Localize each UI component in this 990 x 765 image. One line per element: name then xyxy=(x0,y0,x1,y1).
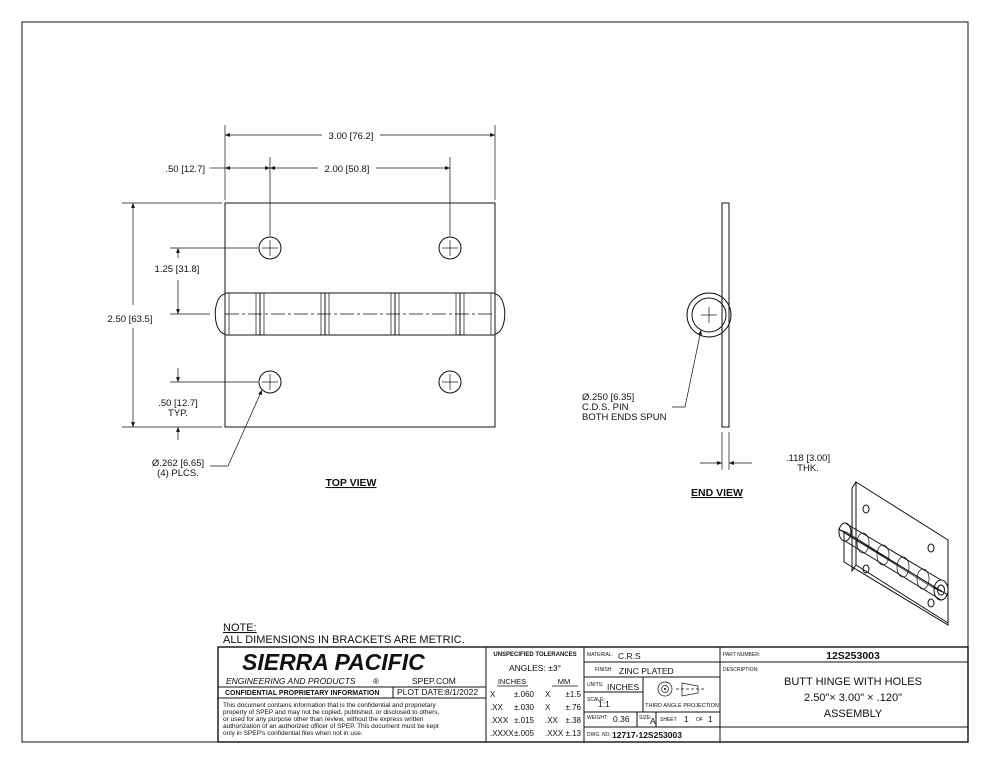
units-label: UNITS: xyxy=(587,682,603,688)
confidential-line: This document contains information that … xyxy=(223,702,437,709)
description-label: DESCRIPTION: xyxy=(723,667,759,673)
description-line: ASSEMBLY xyxy=(824,708,883,720)
tolerance-cell: X xyxy=(545,690,551,699)
tolerance-cell: .XXX xyxy=(545,729,564,738)
sheet-total: 1 xyxy=(708,714,713,724)
dim-hole-count: (4) PLCS. xyxy=(157,468,199,479)
tolerance-cell: .XX xyxy=(545,716,559,725)
tolerance-cell: X xyxy=(545,703,551,712)
end-view-label: END VIEW xyxy=(691,487,743,499)
company-subtitle: ENGINEERING AND PRODUCTS xyxy=(226,676,356,686)
dim-overall-width: 3.00 [76.2] xyxy=(329,131,374,142)
dim-hole-spacing: 2.00 [50.8] xyxy=(325,164,370,175)
confidential-title: CONFIDENTIAL PROPRIETARY INFORMATION xyxy=(225,690,379,697)
tolerances-title: UNSPECIFIED TOLERANCES xyxy=(493,652,576,658)
dwg-no-label: DWG. NO. xyxy=(587,732,611,738)
scale-value: 1:1 xyxy=(598,699,610,709)
tolerance-cell: .XXX xyxy=(490,716,509,725)
confidential-line: property of SPEP and may not be copied, … xyxy=(223,709,440,716)
description-line: 2.50"× 3.00" × .120" xyxy=(804,692,902,704)
weight-label: WEIGHT: xyxy=(587,715,608,721)
dim-hole-diameter: Ø.262 [6.65] xyxy=(152,458,204,469)
isometric-view xyxy=(837,481,949,626)
dim-hole-bottom-offset: .50 [12.7] xyxy=(158,398,198,409)
angles-tolerance: ANGLES: ±3° xyxy=(509,663,561,673)
tolerance-cell: ±.13 xyxy=(565,729,581,738)
hole-circle xyxy=(438,370,462,394)
tolerance-cell: ±.38 xyxy=(565,716,581,725)
sheet-label: SHEET xyxy=(660,717,677,723)
knuckle-outer xyxy=(686,292,732,338)
confidential-line: only in SPEP's confidential files when n… xyxy=(223,730,363,737)
material-value: C.R.S xyxy=(618,651,641,661)
scale-label: SCALE: xyxy=(587,697,605,703)
dim-thickness-note: THK. xyxy=(797,463,819,474)
size-label: SIZE: xyxy=(639,715,652,721)
units-value: INCHES xyxy=(607,682,639,692)
weight-value: 0.36 xyxy=(613,714,630,724)
material-label: MATERIAL: xyxy=(587,652,613,658)
registered-mark: ® xyxy=(373,677,379,686)
tolerance-cell: ±.76 xyxy=(565,703,581,712)
hole-circle xyxy=(438,236,462,260)
top-view: 3.00 [76.2] .50 [12.7] 2.00 [50.8] 2.50 … xyxy=(108,125,506,489)
projection-label: THIRD ANGLE PROJECTION xyxy=(645,703,719,709)
part-number-label: PART NUMBER: xyxy=(723,652,760,658)
dim-hole-to-center: 1.25 [31.8] xyxy=(155,264,200,275)
dim-thickness: .118 [3.00] xyxy=(786,453,830,464)
tolerance-cell: ±1.5 xyxy=(565,690,581,699)
tolerance-cell: X xyxy=(490,690,496,699)
tolerance-cell: ±.005 xyxy=(514,729,535,738)
plot-date-label: PLOT DATE: xyxy=(397,687,446,697)
dim-pin-diameter: Ø.250 [6.35] xyxy=(582,392,634,403)
mm-header: MM xyxy=(558,677,571,686)
dim-pin-note: BOTH ENDS SPUN xyxy=(582,412,667,423)
note-text: ALL DIMENSIONS IN BRACKETS ARE METRIC. xyxy=(223,634,465,646)
confidential-line: or used for any purpose other than revie… xyxy=(223,716,424,723)
top-view-label: TOP VIEW xyxy=(326,477,377,489)
inches-header: INCHES xyxy=(498,677,526,686)
hinge-leaf-outline xyxy=(224,202,496,428)
end-view: .118 [3.00] THK. Ø.250 [6.35] C.D.S. PIN… xyxy=(582,202,830,499)
part-number-value: 12S253003 xyxy=(826,650,880,662)
hole-circle xyxy=(258,370,282,394)
tolerance-cell: .XX xyxy=(490,703,504,712)
projection-symbol-icon xyxy=(657,681,704,697)
mounting-holes xyxy=(258,236,462,394)
title-block: SIERRA PACIFIC ENGINEERING AND PRODUCTS … xyxy=(217,646,969,743)
tolerance-cell: .XXXX xyxy=(490,729,514,738)
tolerance-cell: ±.015 xyxy=(514,716,535,725)
dwg-no-value: 12717-12S253003 xyxy=(612,730,682,740)
finish-label: FINISH: xyxy=(595,667,613,673)
dim-hole-bottom-offset-note: TYP. xyxy=(168,408,188,419)
sheet-value: 1 xyxy=(684,714,689,724)
end-leaf xyxy=(721,202,730,428)
dim-hole-edge-offset: .50 [12.7] xyxy=(165,164,205,175)
hole-circle xyxy=(258,236,282,260)
size-value: A xyxy=(650,716,656,726)
tolerance-cell: ±.030 xyxy=(514,703,535,712)
note-heading: NOTE: xyxy=(223,622,257,634)
plot-date: 8/1/2022 xyxy=(445,687,478,697)
hinge-knuckles xyxy=(214,292,506,336)
dim-overall-height: 2.50 [63.5] xyxy=(108,314,153,325)
of-label: OF xyxy=(696,717,703,723)
description-line: BUTT HINGE WITH HOLES xyxy=(784,676,922,688)
company-name: SIERRA PACIFIC xyxy=(242,649,425,675)
dim-pin-material: C.D.S. PIN xyxy=(582,402,629,413)
finish-value: ZINC PLATED xyxy=(619,666,674,676)
tolerance-cell: ±.060 xyxy=(514,690,535,699)
pin-circle xyxy=(691,297,727,333)
company-website: SPEP.COM xyxy=(412,676,456,686)
confidential-line: authorization of an authorized officer o… xyxy=(223,723,439,730)
